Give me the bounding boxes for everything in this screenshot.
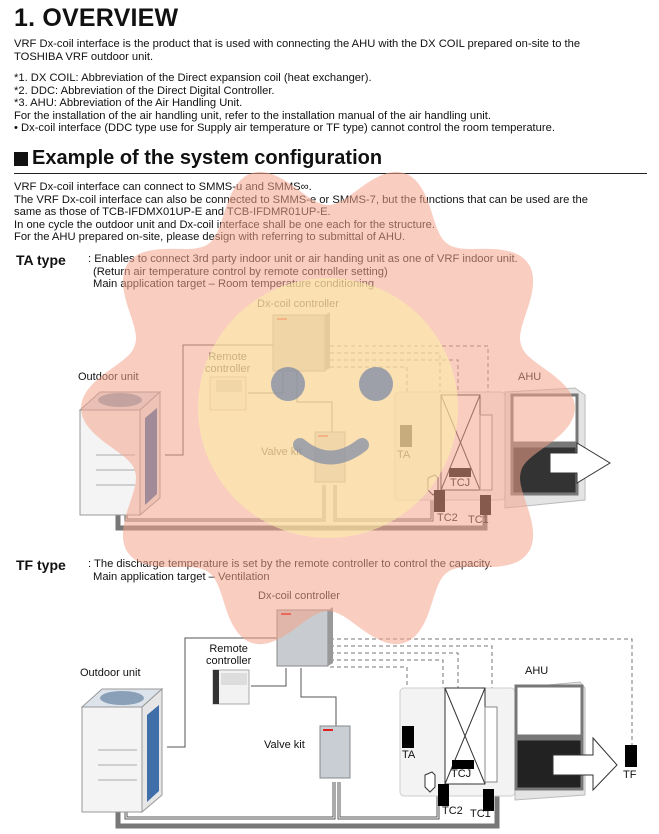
tc2-sensor [434, 490, 445, 512]
intro-line: VRF Dx-coil interface is the product tha… [14, 38, 581, 50]
remote-controller-label: Remote controller [205, 351, 251, 375]
dx-coil-controller-label: Dx-coil controller [258, 590, 340, 602]
note-item: For the installation of the air handling… [14, 109, 492, 122]
outdoor-unit-label: Outdoor unit [80, 667, 141, 679]
ta-sensor [400, 425, 412, 447]
tf-type-label: TF type [16, 557, 66, 573]
outdoor-unit-illustration [78, 390, 162, 517]
wire-remote-controller [251, 668, 287, 687]
dx-coil-controller-illustration [272, 312, 330, 372]
tc2-sensor [438, 784, 449, 806]
remote-controller-illustration [209, 376, 247, 411]
ta-diagram-group [78, 312, 611, 531]
notes-list: *1. DX COIL: Abbreviation of the Direct … [14, 72, 555, 135]
valve-kit-illustration [314, 431, 346, 483]
note-item: *3. AHU: Abbreviation of the Air Handlin… [14, 97, 243, 110]
outdoor-unit-label: Outdoor unit [78, 371, 139, 383]
valve-kit-illustration [319, 725, 351, 779]
note-item: *1. DX COIL: Abbreviation of the Direct … [14, 72, 372, 84]
tcj-sensor-label: TCJ [451, 768, 472, 780]
ta-type-label: TA type [16, 252, 66, 268]
sensor-line-ta [330, 666, 408, 725]
outdoor-unit-illustration [80, 687, 164, 814]
tcj-sensor [452, 760, 474, 769]
ta-sensor-label: TA [402, 749, 416, 761]
remote-controller-illustration [212, 669, 250, 705]
tc2-sensor-label: TC2 [437, 512, 458, 524]
ahu-illustration [399, 681, 618, 801]
tcj-sensor-label: TCJ [450, 477, 471, 489]
ahu-illustration [394, 387, 611, 509]
valve-kit-label: Valve kit [264, 739, 305, 751]
tf-sensor [625, 745, 637, 767]
section-heading-text: Example of the system configuration [32, 147, 383, 169]
tc1-sensor [480, 495, 491, 515]
tf-sensor-label: TF [623, 769, 637, 781]
tcj-sensor [449, 468, 471, 477]
dx-coil-controller-illustration [276, 607, 333, 667]
note-item: *2. DDC: Abbreviation of the Direct Digi… [14, 84, 275, 97]
valve-kit-label: Valve kit [261, 446, 302, 458]
ta-sensor-label: TA [397, 449, 411, 461]
tc1-sensor-label: TC1 [468, 514, 489, 526]
intro-line: TOSHIBA VRF outdoor unit. [14, 50, 154, 63]
tc1-sensor-label: TC1 [470, 808, 491, 820]
wire-valve-kit [300, 668, 337, 728]
ahu-label: AHU [518, 371, 542, 383]
note-item: • Dx-coil interface (DDC type use for Su… [14, 122, 555, 135]
remote-controller-label: Remote controller [206, 643, 252, 667]
tc1-sensor [483, 789, 494, 811]
intro-paragraph: VRF Dx-coil interface is the product tha… [14, 38, 580, 63]
section-heading: Example of the system configuration [14, 147, 382, 170]
tc2-sensor-label: TC2 [442, 805, 463, 817]
ta-sensor [402, 726, 414, 748]
page-title: 1. OVERVIEW [14, 4, 179, 32]
ahu-label: AHU [525, 665, 549, 677]
wire-valve-kit [296, 365, 333, 432]
tf-diagram-group [80, 607, 637, 829]
airflow-arrow-icon [552, 736, 618, 792]
dx-coil-controller-label: Dx-coil controller [257, 298, 339, 310]
square-bullet-icon [14, 151, 28, 166]
